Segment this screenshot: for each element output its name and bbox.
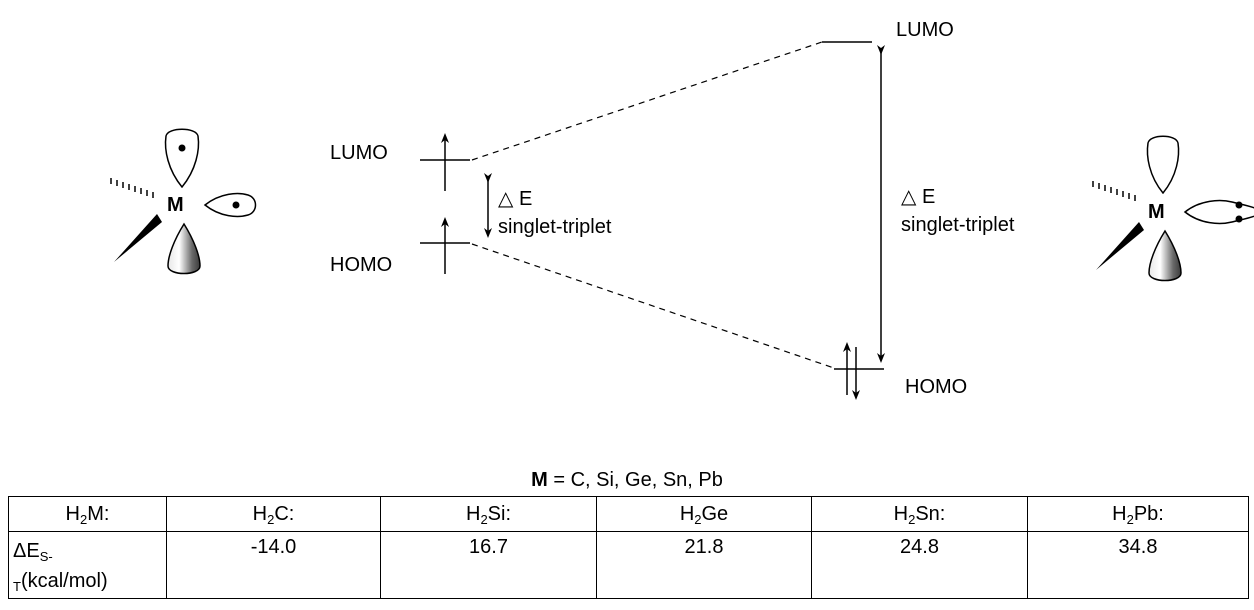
unpaired-electron-icon: [232, 201, 240, 209]
sp2-orbital-lobe: [1183, 199, 1254, 225]
center-atom-label: M: [167, 194, 184, 216]
singlet-structure: M: [1092, 135, 1254, 282]
p-orbital-lobe-top: [1146, 135, 1180, 195]
table-cell: 24.8: [811, 531, 1028, 599]
table-header-cell: H2C:: [166, 496, 381, 532]
table-header-cell: H2Si:: [380, 496, 597, 532]
correlation-line-lumo: [471, 41, 823, 161]
table-header-cell: H2Pb:: [1027, 496, 1249, 532]
singlet-homo-label: HOMO: [905, 376, 967, 398]
singlet-triplet-diagram: M LUMO HOMO △ E singlet-triplet LUMO △ E…: [110, 19, 1254, 400]
unpaired-electron-icon: [178, 144, 186, 152]
singlet-gap-text: singlet-triplet: [901, 214, 1015, 236]
sp2-orbital-lobe: [203, 192, 257, 218]
table-cell: 34.8: [1027, 531, 1249, 599]
element-caption: M = C, Si, Ge, Sn, Pb: [0, 469, 1254, 492]
wedge-bond: [1096, 222, 1144, 270]
triplet-lumo-label: LUMO: [330, 142, 388, 164]
caption-symbol: M: [531, 469, 548, 491]
table-cell: -14.0: [166, 531, 381, 599]
wedge-bond: [114, 214, 162, 262]
table-row: ΔES-T(kcal/mol) -14.0 16.7 21.8 24.8 34.…: [8, 531, 1249, 599]
triplet-structure: M: [110, 128, 257, 275]
p-orbital-lobe-top: [164, 128, 200, 189]
center-atom-label: M: [1148, 201, 1165, 223]
energy-gap-table: H2M: H2C: H2Si: H2Ge H2Sn: H2Pb: ΔES-T(k…: [8, 496, 1249, 599]
correlation-line-homo: [471, 243, 835, 369]
singlet-lumo-label: LUMO: [896, 19, 954, 41]
triplet-homo-label: HOMO: [330, 254, 392, 276]
triplet-levels: LUMO HOMO △ E singlet-triplet: [330, 133, 612, 276]
p-orbital-lobe-bottom: [167, 222, 201, 275]
p-orbital-lobe-bottom: [1148, 229, 1182, 282]
table-cell: 16.7: [380, 531, 597, 599]
table-header-cell: H2M:: [8, 496, 167, 532]
lone-pair-electron-icon: [1235, 215, 1243, 223]
table-header-cell: H2Sn:: [811, 496, 1028, 532]
table-row-label: ΔES-T(kcal/mol): [8, 531, 167, 599]
singlet-gap-symbol: △ E: [901, 186, 935, 208]
table-cell: 21.8: [596, 531, 812, 599]
hashed-bond: [110, 178, 154, 198]
table-header-cell: H2Ge: [596, 496, 812, 532]
caption-elements: = C, Si, Ge, Sn, Pb: [547, 469, 723, 491]
triplet-gap-symbol: △ E: [498, 188, 532, 210]
triplet-gap-text: singlet-triplet: [498, 216, 612, 238]
singlet-levels: LUMO △ E singlet-triplet HOMO: [822, 19, 1015, 400]
table-header-row: H2M: H2C: H2Si: H2Ge H2Sn: H2Pb:: [8, 496, 1249, 532]
lone-pair-electron-icon: [1235, 201, 1243, 209]
hashed-bond: [1092, 181, 1136, 201]
